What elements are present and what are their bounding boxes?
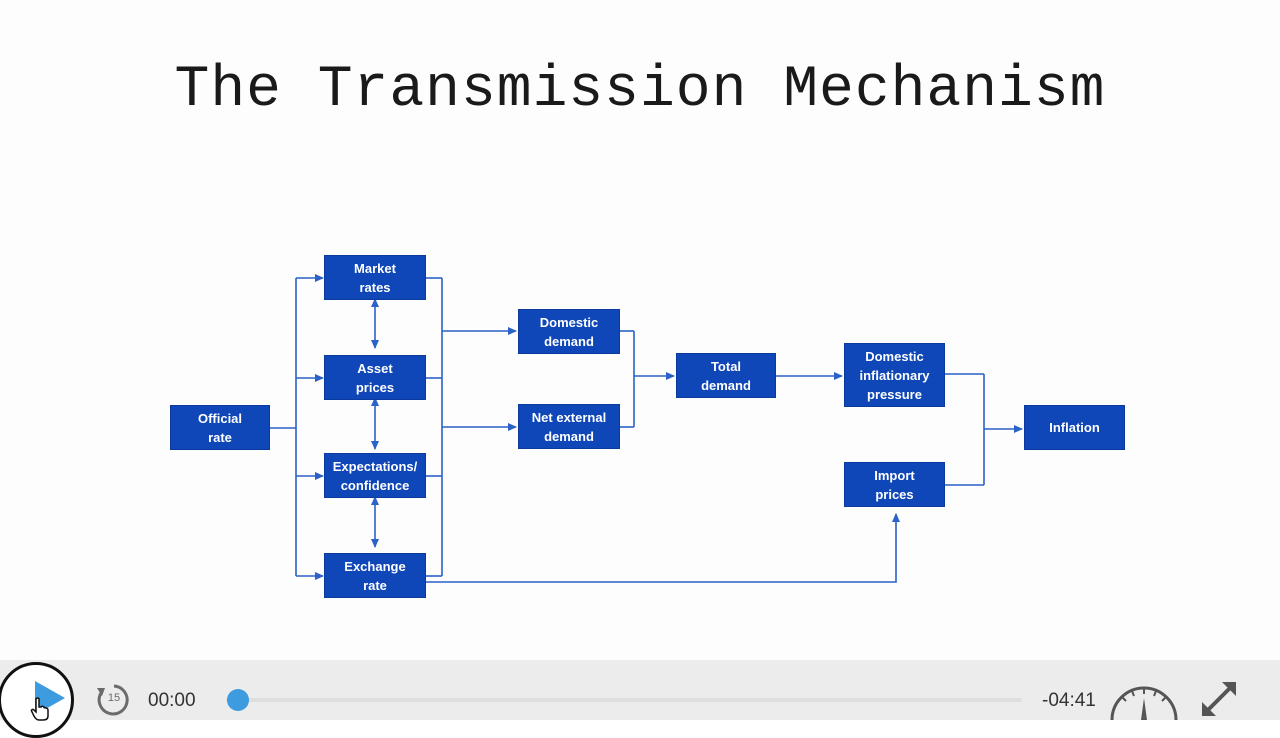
node-expectations-confidence: Expectations/confidence bbox=[324, 453, 426, 498]
rewind-15-button[interactable]: 15 bbox=[94, 680, 134, 720]
fullscreen-icon bbox=[1202, 682, 1236, 716]
rewind-15-icon bbox=[97, 684, 129, 716]
slide: The Transmission Mechanism bbox=[170, 58, 1125, 598]
playback-speed-button[interactable] bbox=[1108, 678, 1180, 721]
slide-title: The Transmission Mechanism bbox=[174, 58, 1106, 123]
speedometer-icon bbox=[1110, 686, 1178, 721]
node-inflation: Inflation bbox=[1024, 405, 1125, 450]
rewind-seconds-label: 15 bbox=[107, 692, 121, 704]
remaining-time: -04:41 bbox=[1042, 690, 1096, 711]
current-time: 00:00 bbox=[148, 690, 196, 711]
progress-track[interactable] bbox=[226, 698, 1022, 702]
fullscreen-button[interactable] bbox=[1196, 676, 1242, 720]
arrow-to-import-prices bbox=[426, 513, 900, 583]
transmission-diagram bbox=[270, 274, 1023, 583]
hand-cursor-icon bbox=[30, 697, 50, 727]
progress-knob[interactable] bbox=[227, 689, 249, 711]
player-controls-bar bbox=[0, 660, 1280, 720]
